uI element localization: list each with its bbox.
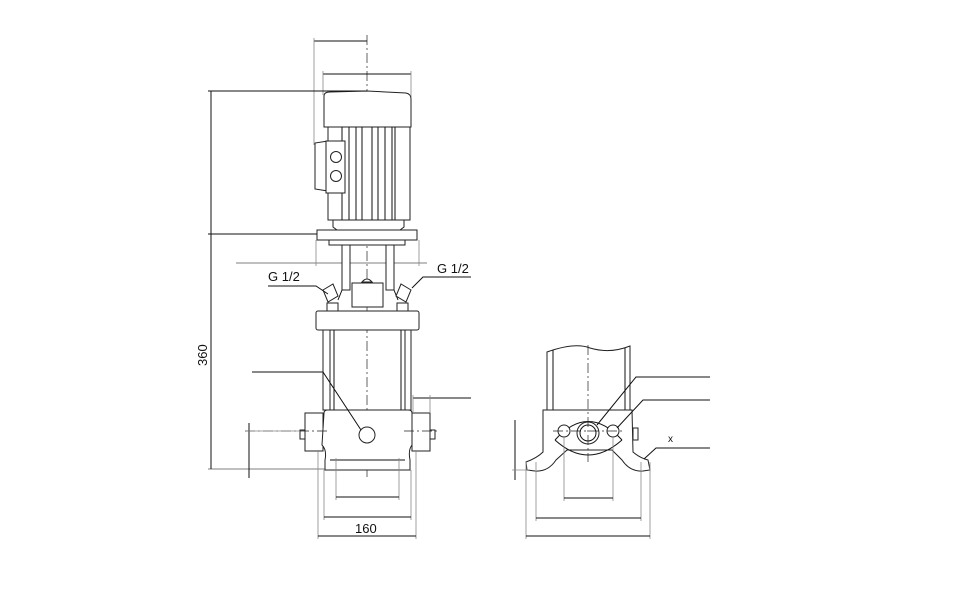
side-view: x xyxy=(512,345,710,539)
marker-x: x xyxy=(668,434,673,445)
coupling-guard xyxy=(351,282,384,308)
port-label-left: G 1/2 xyxy=(268,269,300,284)
port-label-right: G 1/2 xyxy=(437,261,469,276)
front-view: 360 G 1/2 G 1/2 xyxy=(195,35,471,539)
motor-flange xyxy=(316,229,418,241)
cable-gland xyxy=(330,170,342,182)
pump-head xyxy=(315,310,420,331)
vent-plug-right xyxy=(395,283,412,303)
height-dimension: 360 xyxy=(195,344,210,366)
vent-plug-left xyxy=(322,283,339,303)
pump-sleeve xyxy=(546,345,631,411)
base-width-dimension: 160 xyxy=(355,521,377,536)
inlet-port xyxy=(358,426,376,444)
cable-gland xyxy=(330,151,342,163)
motor-cap xyxy=(323,90,412,128)
